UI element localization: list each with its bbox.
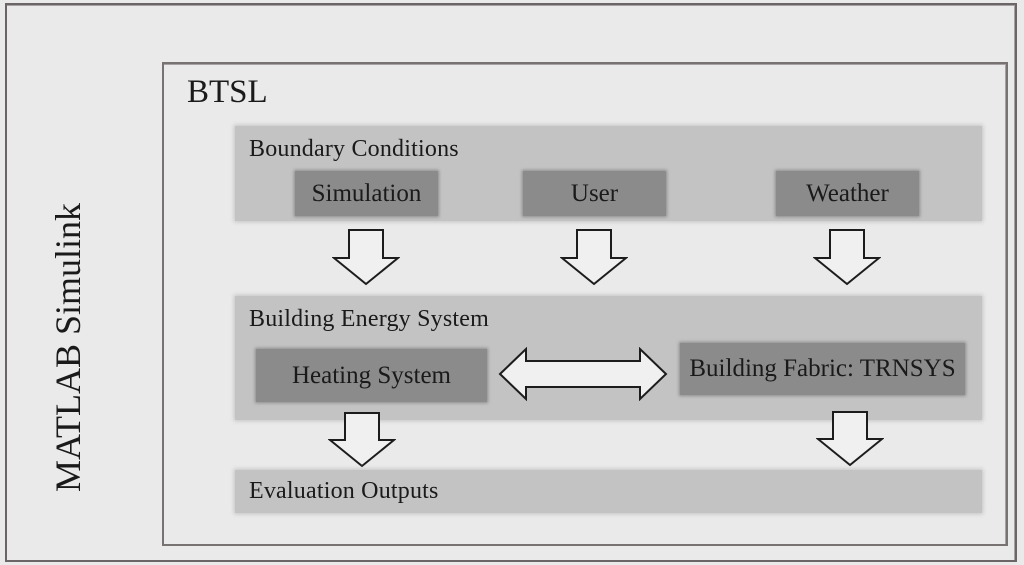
box-weather: Weather <box>776 171 919 216</box>
btsl-label: BTSL <box>187 74 268 110</box>
box-heating-system: Heating System <box>256 349 487 402</box>
down-arrow-icon <box>332 229 400 286</box>
band-evaluation-outputs-label: Evaluation Outputs <box>249 478 439 504</box>
down-arrow-icon <box>560 229 628 286</box>
down-arrow-icon <box>816 411 884 467</box>
btsl-container: BTSL <box>162 62 1008 546</box>
band-evaluation-outputs: Evaluation Outputs <box>235 470 982 513</box>
down-arrow-icon <box>328 412 396 468</box>
band-building-energy-system-label: Building Energy System <box>249 306 489 332</box>
down-arrow-icon <box>813 229 881 286</box>
box-simulation: Simulation <box>295 171 438 216</box>
box-user: User <box>523 171 666 216</box>
band-boundary-conditions-label: Boundary Conditions <box>249 136 459 162</box>
matlab-simulink-label: MATLAB Simulink <box>48 202 88 492</box>
double-arrow-icon <box>498 347 668 401</box>
box-building-fabric-trnsys: Building Fabric: TRNSYS <box>680 343 965 395</box>
